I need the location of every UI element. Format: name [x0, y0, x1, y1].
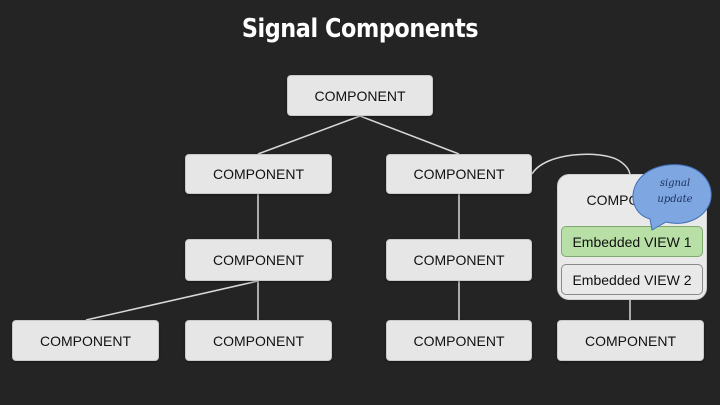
- edge-right-to-group: [531, 153, 631, 177]
- component-level2-right[interactable]: COMPONENT: [386, 239, 532, 281]
- component-leaf-4[interactable]: COMPONENT: [557, 320, 704, 361]
- edge-root-to-left: [257, 115, 361, 155]
- callout-line-1: signal: [659, 178, 691, 189]
- component-level2-left[interactable]: COMPONENT: [185, 239, 332, 281]
- component-leaf-1[interactable]: COMPONENT: [12, 320, 159, 361]
- slide-title: Signal Components: [241, 14, 479, 44]
- component-leaf-3[interactable]: COMPONENT: [386, 320, 532, 361]
- component-level1-right[interactable]: COMPONENT: [386, 154, 532, 194]
- edge-level2-to-leaf-1: [85, 280, 259, 321]
- callout-line-2: update: [657, 194, 693, 205]
- edge-root-to-right: [359, 115, 460, 155]
- component-leaf-2[interactable]: COMPONENT: [185, 320, 332, 361]
- component-level1-left[interactable]: COMPONENT: [185, 154, 332, 194]
- embedded-view-1[interactable]: Embedded VIEW 1: [561, 226, 703, 257]
- component-root[interactable]: COMPONENT: [287, 75, 433, 116]
- signal-update-callout: signal update: [637, 176, 713, 208]
- embedded-view-2[interactable]: Embedded VIEW 2: [561, 264, 703, 295]
